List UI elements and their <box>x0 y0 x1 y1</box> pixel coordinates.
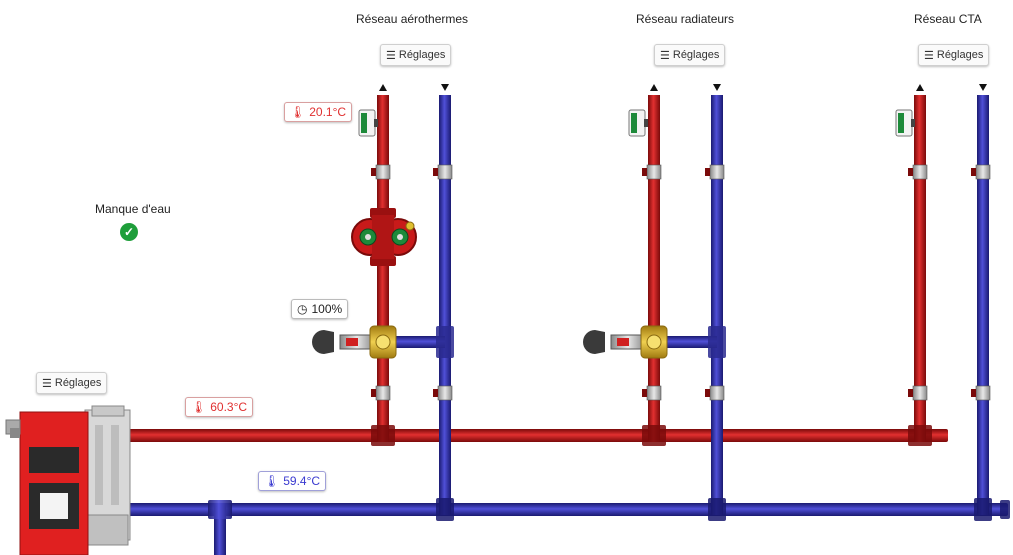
main-supply-pipe <box>128 429 948 442</box>
boiler-return-temp-value: 59.4°C <box>283 474 321 488</box>
cta-settings-button[interactable]: ☰ Réglages <box>918 44 990 66</box>
boiler-icon[interactable] <box>5 405 131 555</box>
radiator-mixing-valve-icon[interactable] <box>583 325 668 359</box>
check-circle-icon: ✓ <box>120 223 138 241</box>
boiler-return-temp-badge: 🌡 59.4°C <box>258 471 327 491</box>
temperature-sensor-icon <box>358 109 915 137</box>
thermometer-icon: 🌡 <box>290 105 306 119</box>
sliders-icon: ☰ <box>660 49 670 62</box>
pump-speed-value: 100% <box>311 302 343 316</box>
radiator-return-pipe <box>711 84 723 515</box>
gauge-icon: ◷ <box>297 302 308 316</box>
network-title-cta: Réseau CTA <box>914 12 982 26</box>
sliders-icon: ☰ <box>42 377 52 390</box>
aero-settings-label: Réglages <box>398 49 446 61</box>
boiler-supply-temp-badge: 🌡 60.3°C <box>185 397 254 417</box>
boiler-settings-button[interactable]: ☰ Réglages <box>36 372 108 394</box>
network-title-radiateurs: Réseau radiateurs <box>636 12 735 26</box>
cta-settings-label: Réglages <box>936 49 984 61</box>
thermometer-icon: 🌡 <box>264 474 280 488</box>
isolation-valve-icon <box>371 164 991 401</box>
thermometer-icon: 🌡 <box>191 400 207 414</box>
radiator-settings-button[interactable]: ☰ Réglages <box>654 44 726 66</box>
pump-speed-badge: ◷ 100% <box>291 299 349 319</box>
cta-supply-pipe <box>914 84 926 442</box>
boiler-supply-temp-value: 60.3°C <box>210 400 248 414</box>
aero-mixing-valve-icon[interactable] <box>312 325 397 359</box>
aero-supply-temp-value: 20.1°C <box>309 105 347 119</box>
boiler-settings-label: Réglages <box>54 377 102 389</box>
twin-pump-icon[interactable] <box>351 208 417 266</box>
aero-return-pipe <box>439 84 451 515</box>
aero-supply-temp-badge: 🌡 20.1°C <box>284 102 353 122</box>
main-return-pipe <box>128 503 1008 516</box>
network-title-aerothermes: Réseau aérothermes <box>356 12 469 26</box>
aero-settings-button[interactable]: ☰ Réglages <box>380 44 452 66</box>
water-shortage-label: Manque d'eau <box>95 202 171 216</box>
sliders-icon: ☰ <box>386 49 396 62</box>
sliders-icon: ☰ <box>924 49 934 62</box>
cta-return-pipe <box>977 84 989 515</box>
radiator-settings-label: Réglages <box>672 49 720 61</box>
